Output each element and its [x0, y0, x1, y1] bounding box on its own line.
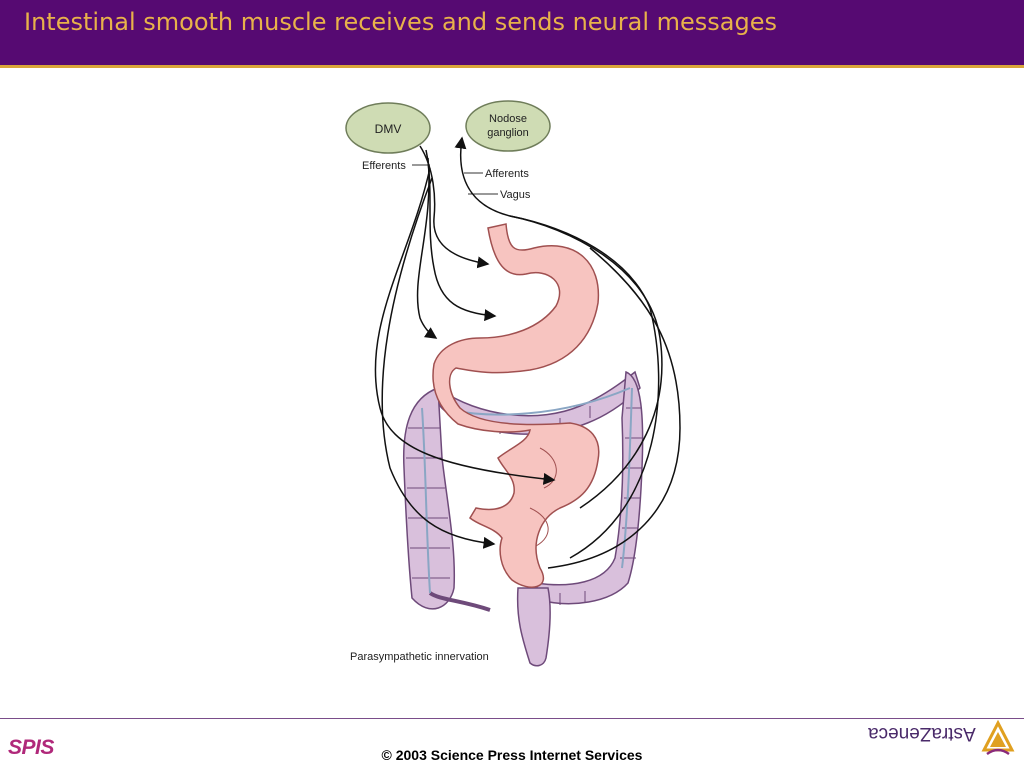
diagram-caption: Parasympathetic innervation	[350, 651, 489, 663]
efferents-label: Efferents	[362, 160, 406, 172]
vagus-label: Vagus	[500, 189, 531, 201]
nodose-ganglion-node	[465, 100, 551, 152]
innervation-diagram: DMV Nodose ganglion Efferents Afferents …	[345, 100, 681, 667]
astrazeneca-symbol-icon	[981, 720, 1015, 756]
footer-divider	[0, 718, 1024, 719]
spis-logo: SPIS	[8, 736, 54, 759]
colon	[402, 370, 644, 667]
nodose-label-line2: ganglion	[487, 127, 529, 139]
header-bar: Intestinal smooth muscle receives and se…	[0, 0, 1024, 68]
efferent-nerves	[374, 145, 556, 549]
slide-title: Intestinal smooth muscle receives and se…	[24, 8, 777, 36]
afferents-label: Afferents	[485, 168, 529, 180]
astrazeneca-wordmark: AstraZeneca	[868, 723, 976, 744]
dmv-node	[345, 102, 431, 154]
astrazeneca-logo: AstraZeneca	[868, 720, 1018, 760]
nodose-label-line1: Nodose	[489, 113, 527, 125]
dmv-label: DMV	[375, 122, 402, 136]
afferent-nerves	[454, 136, 681, 569]
copyright-text: © 2003 Science Press Internet Services	[381, 747, 643, 763]
stomach	[432, 223, 600, 588]
